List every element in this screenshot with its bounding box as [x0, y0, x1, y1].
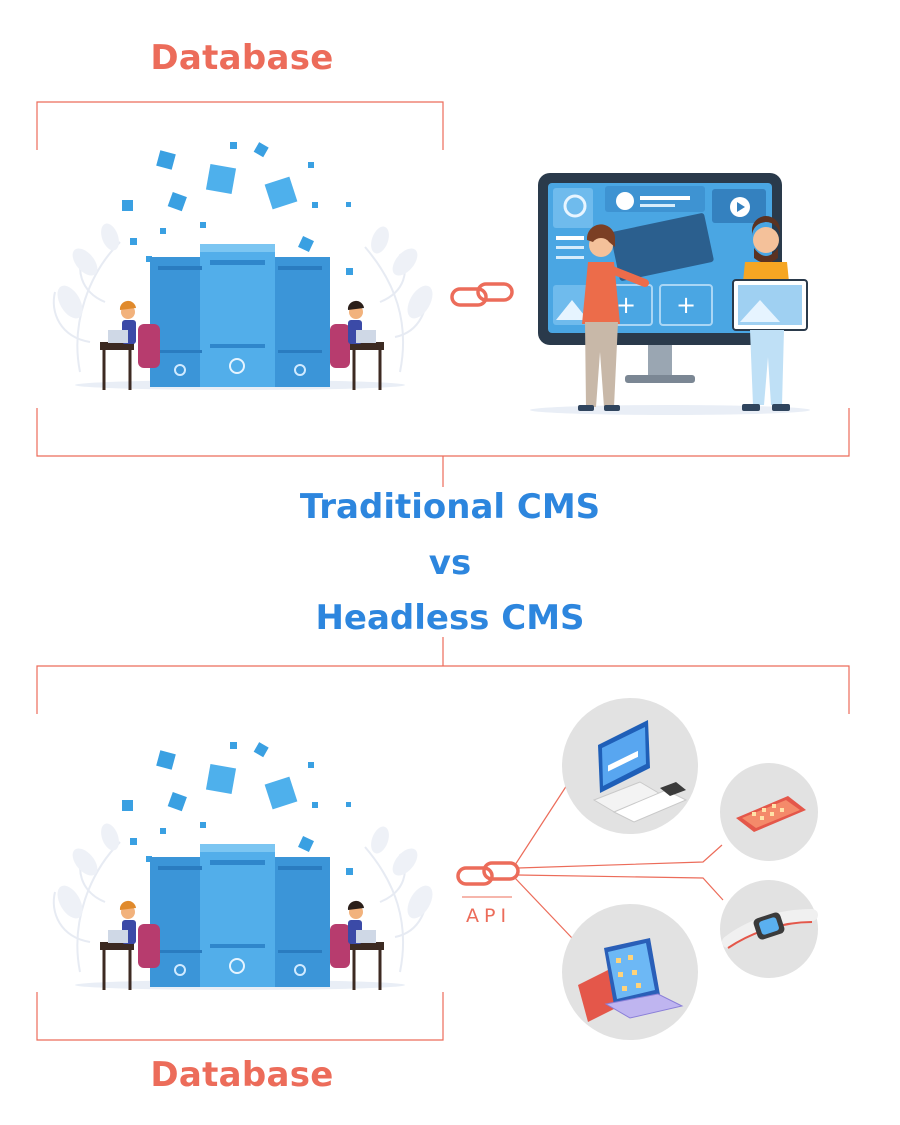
- smartphone-icon: [736, 796, 806, 832]
- svg-text:+: +: [676, 291, 696, 319]
- server-stack-icon: [50, 140, 440, 392]
- title-traditional-cms: Traditional CMS: [299, 487, 601, 527]
- smartwatch-icon: [722, 909, 818, 949]
- desktop-computer-icon: [592, 720, 688, 823]
- api-label: API: [466, 905, 512, 927]
- svg-text:+: +: [616, 291, 636, 319]
- chain-link-icon: [450, 282, 514, 307]
- person-icon: [732, 216, 808, 411]
- server-stack-icon: [50, 740, 440, 992]
- api-connectors: [514, 784, 724, 939]
- top-database-label: Database: [150, 38, 334, 78]
- title-vs: vs: [428, 543, 472, 583]
- title-headless-cms: Headless CMS: [315, 598, 585, 638]
- person-icon: [578, 224, 649, 411]
- tablet-icon: [578, 938, 684, 1022]
- bottom-database-label: Database: [150, 1055, 334, 1095]
- chain-link-icon: [456, 861, 520, 886]
- bottom-frame: [36, 637, 850, 1041]
- top-frame: [36, 101, 850, 487]
